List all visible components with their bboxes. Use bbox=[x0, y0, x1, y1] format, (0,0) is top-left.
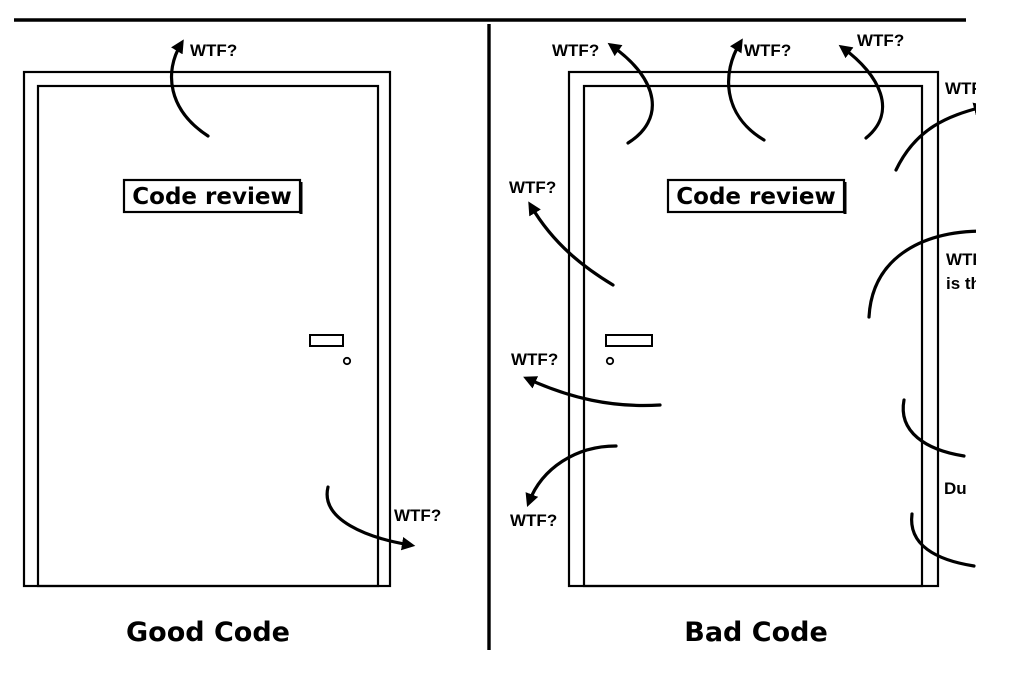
door-inner-frame bbox=[582, 84, 924, 588]
wtf-label: WTF? bbox=[394, 506, 441, 525]
wtf-arrow bbox=[894, 102, 988, 172]
wtf-arrow bbox=[867, 224, 994, 319]
door-handle bbox=[309, 334, 344, 347]
wtf-label: WTF? bbox=[857, 31, 904, 50]
door: Code review bbox=[22, 70, 392, 588]
right-edge-crop bbox=[976, 0, 1024, 683]
wtf-label: WTF? bbox=[744, 41, 791, 60]
door-handle bbox=[605, 334, 653, 347]
panel-caption: Bad Code bbox=[684, 617, 828, 648]
wtf-label: WTF? bbox=[511, 350, 558, 369]
wtf-label: WTF? bbox=[190, 41, 237, 60]
door: Code review bbox=[567, 70, 940, 588]
wtf-arrow bbox=[727, 38, 766, 142]
panel-caption: Good Code bbox=[126, 617, 290, 648]
wtf-arrow bbox=[901, 398, 966, 458]
wtf-arrow bbox=[525, 444, 618, 508]
door-keyhole bbox=[605, 356, 615, 366]
door-sign bbox=[666, 178, 846, 214]
wtf-arrow bbox=[607, 42, 654, 145]
wtf-arrow bbox=[910, 512, 976, 568]
good-code-panel: Code review WTF? WTF? Good Code bbox=[22, 39, 441, 648]
door-sign-text: Code review bbox=[132, 184, 291, 210]
wtf-label: Du bbox=[944, 479, 967, 498]
wtf-label: WTF bbox=[946, 250, 983, 269]
door-sign-text: Code review bbox=[676, 184, 835, 210]
door-outer-frame bbox=[22, 70, 392, 588]
wtf-label: WTF? bbox=[509, 178, 556, 197]
wtf-arrow bbox=[523, 376, 662, 408]
wtf-arrow bbox=[838, 44, 885, 140]
door-keyhole bbox=[342, 356, 352, 366]
wtf-label: WTF? bbox=[552, 41, 599, 60]
wtf-arrow bbox=[528, 201, 615, 287]
wtf-arrow bbox=[169, 39, 210, 138]
door-outer-frame bbox=[567, 70, 940, 588]
door-inner-frame bbox=[36, 84, 380, 588]
door-sign bbox=[122, 178, 302, 214]
bad-code-panel: Code review WTF? WTF? WTF? WTF ??! WTF? … bbox=[509, 31, 1013, 648]
wtf-arrow bbox=[325, 485, 416, 551]
wtf-label: WTF? bbox=[510, 511, 557, 530]
